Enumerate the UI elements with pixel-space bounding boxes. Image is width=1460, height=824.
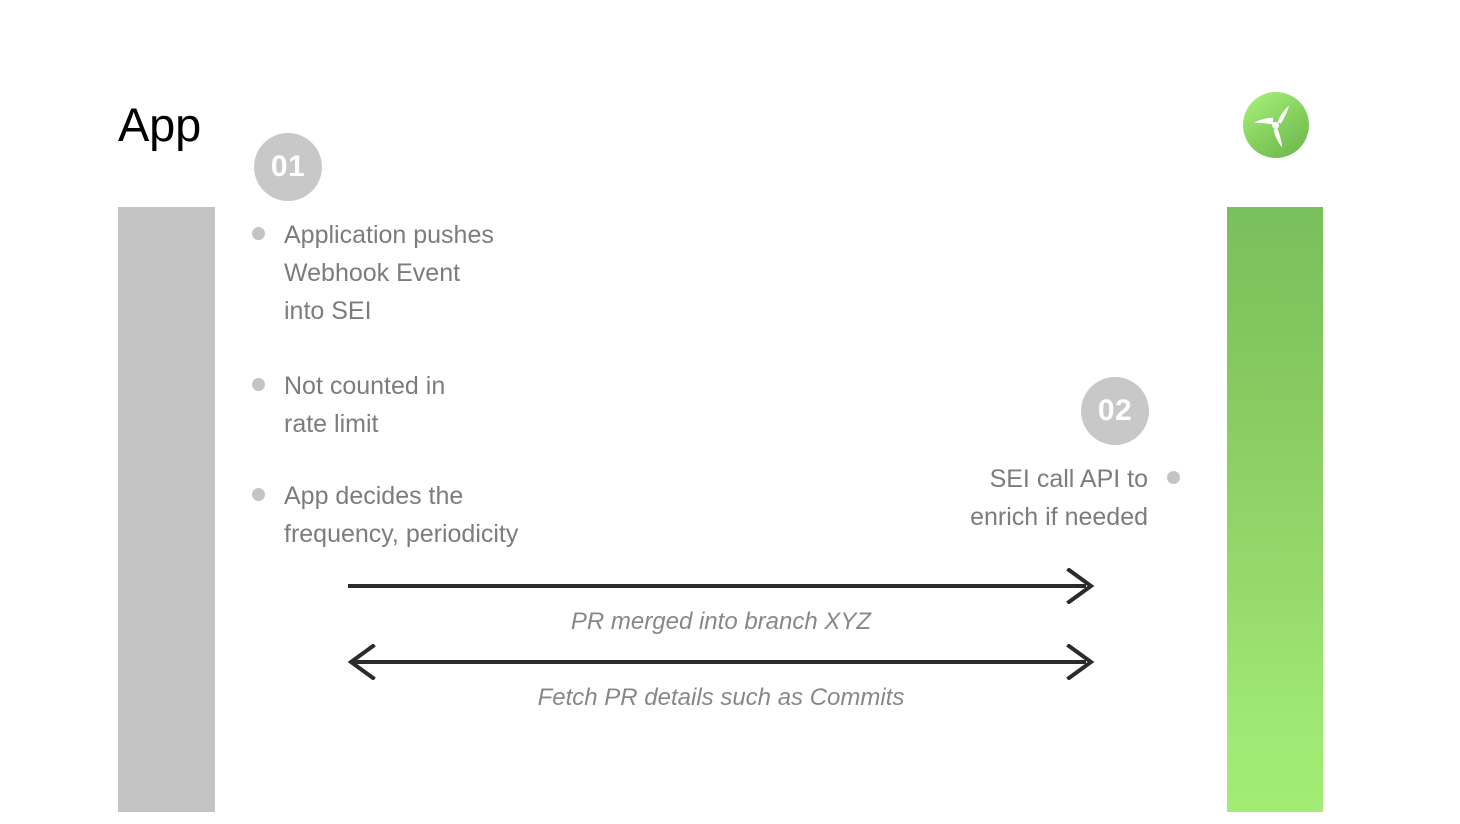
- lane-bar-app: [118, 207, 215, 812]
- bullet-dot-icon: [1167, 471, 1180, 484]
- step-badge-02: 02: [1081, 377, 1149, 445]
- bullet-label: Not counted in rate limit: [284, 372, 446, 438]
- list-item: Application pushes Webhook Event into SE…: [252, 216, 494, 330]
- arrow-right-icon: [348, 568, 1095, 604]
- step-badge-01: 01: [254, 133, 322, 201]
- bullet-label: SEI call API to enrich if needed: [970, 465, 1148, 531]
- bullet-label: Application pushes Webhook Event into SE…: [284, 221, 494, 325]
- bullet-group-right: SEI call API to enrich if needed: [930, 460, 1180, 536]
- page-title: App: [118, 98, 202, 151]
- bullet-dot-icon: [252, 227, 265, 240]
- message-arrow-2: Fetch PR details such as Commits: [346, 644, 1096, 713]
- arrow-label-1: PR merged into branch XYZ: [570, 608, 872, 635]
- list-item: SEI call API to enrich if needed: [930, 460, 1180, 536]
- lane-bar-sei: [1227, 207, 1323, 812]
- message-arrow-1: PR merged into branch XYZ: [346, 568, 1096, 637]
- bullet-label: App decides the frequency, periodicity: [284, 482, 519, 548]
- harness-propeller-logo-icon: [1242, 91, 1310, 159]
- list-item: Not counted in rate limit: [252, 367, 518, 443]
- list-item: App decides the frequency, periodicity: [252, 477, 518, 553]
- arrow-label-2: Fetch PR details such as Commits: [537, 684, 905, 711]
- arrow-bidirectional-icon: [347, 644, 1095, 680]
- bullet-dot-icon: [252, 378, 265, 391]
- bullet-group-left-1: Application pushes Webhook Event into SE…: [252, 216, 494, 330]
- bullet-dot-icon: [252, 488, 265, 501]
- bullet-group-left-2: Not counted in rate limit App decides th…: [252, 367, 518, 553]
